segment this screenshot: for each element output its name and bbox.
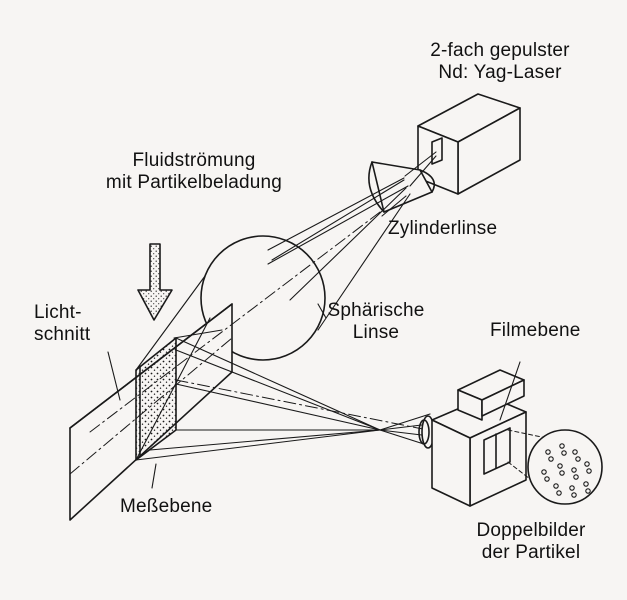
- leader-lines: [107, 195, 521, 489]
- light-sheet-label-line2: schnitt: [34, 324, 91, 345]
- spherical-lens-label-line2: Linse: [352, 322, 400, 343]
- light-sheet-label: Licht- schnitt: [34, 302, 90, 346]
- film-plane-label: Filmebene: [490, 320, 581, 341]
- laser-beams: [267, 151, 437, 331]
- flow-label-line2: mit Partikelbeladung: [105, 172, 283, 193]
- flow-label: Fluidströmung mit Partikelbeladung: [74, 150, 314, 194]
- double-images-label-line1: Doppelbilder: [476, 520, 586, 541]
- spherical-lens-label-line1: Sphärische: [327, 300, 425, 321]
- particle-pairs: [541, 443, 592, 498]
- light-sheet-label-line1: Licht-: [34, 302, 82, 323]
- laser-label-line1: 2-fach gepulster: [430, 40, 570, 61]
- flow-arrow: [137, 243, 173, 321]
- spherical-lens-label: Sphärische Linse: [316, 300, 436, 344]
- measurement-plane-label: Meßebene: [120, 496, 213, 517]
- optical-axes: [69, 211, 439, 475]
- double-images-label: Doppelbilder der Partikel: [456, 520, 606, 564]
- laser-box: [417, 93, 521, 195]
- laser-label-line2: Nd: Yag-Laser: [438, 62, 562, 83]
- flow-label-line1: Fluidströmung: [132, 150, 256, 171]
- laser-label: 2-fach gepulster Nd: Yag-Laser: [400, 40, 600, 84]
- double-images-label-line2: der Partikel: [481, 542, 581, 563]
- double-images-inset: [527, 429, 603, 505]
- measurement-plane: [135, 337, 177, 461]
- cylinder-lens-label: Zylinderlinse: [388, 218, 498, 239]
- camera: [418, 369, 527, 507]
- spherical-lens: [200, 235, 326, 361]
